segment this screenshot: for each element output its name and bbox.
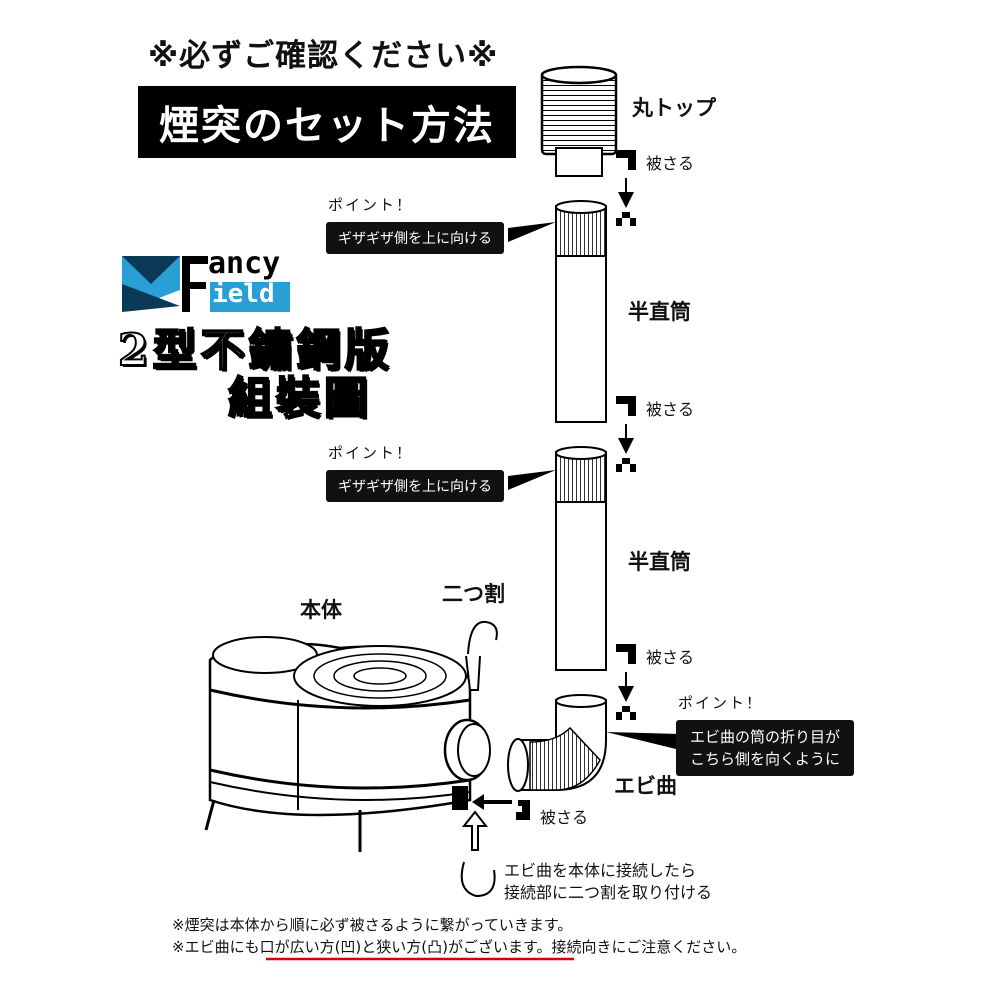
split-ring-arrows: [460, 620, 512, 898]
ebi-elbow: [507, 694, 607, 792]
cover-label-1: 被さる: [646, 154, 695, 173]
logo-text-bottom: ield: [212, 279, 275, 309]
point-callout-3-line1: エビ曲の筒の折り目が: [690, 728, 841, 746]
label-round-top: 丸トップ: [632, 96, 716, 120]
connect-instruction-line2: 接続部に二つ割を取り付ける: [504, 883, 713, 902]
callout-pointer-1: [508, 222, 556, 242]
label-half-pipe-2: 半直筒: [628, 550, 691, 574]
point-callout-3-line2: こちら側を向くように: [690, 750, 841, 768]
callout-pointer-2: [508, 470, 556, 490]
cover-label-4: 被さる: [540, 808, 589, 827]
connector-marks: [516, 150, 636, 820]
round-top-cap: [540, 65, 618, 177]
label-half-pipe-1: 半直筒: [628, 300, 691, 324]
brand-logo: [122, 256, 290, 312]
point-label-3: ポイント！: [678, 694, 764, 712]
half-pipe-lower: [555, 446, 607, 671]
label-body: 本体: [300, 598, 342, 622]
connect-instruction: エビ曲を本体に接続したら 接続部に二つ割を取り付ける: [504, 860, 712, 904]
point-label-1: ポイント！: [328, 196, 414, 214]
label-split-ring: 二つ割: [442, 582, 505, 606]
title-banner: 煙突のセット方法: [138, 86, 516, 158]
cover-label-3: 被さる: [646, 648, 695, 667]
point-callout-2: ギザギザ側を上に向ける: [326, 470, 504, 502]
footer-note-2: ※エビ曲にも口が広い方(凹)と狭い方(凸)がございます。接続向きにご注意ください…: [172, 936, 746, 958]
footer-note-2-suffix: 。接続向きにご注意ください。: [536, 938, 747, 956]
point-callout-3: エビ曲の筒の折り目が こちら側を向くように: [676, 720, 855, 776]
page-title: 煙突のセット方法: [159, 103, 495, 149]
label-ebi-elbow: エビ曲: [614, 774, 677, 798]
logo-text-top: ancy: [208, 246, 281, 281]
assembly-title: 組裝圖: [227, 372, 372, 425]
connect-instruction-line1: エビ曲を本体に接続したら: [504, 861, 697, 880]
notice-heading: ※必ずご確認ください※: [148, 38, 499, 74]
point-label-2: ポイント！: [328, 444, 414, 462]
callout-pointer-3: [606, 732, 680, 750]
point-callout-1: ギザギザ側を上に向ける: [326, 222, 504, 254]
footer-note-2-emphasis: 口が広い方(凹)と狭い方(凸)がございます: [259, 938, 537, 956]
cover-label-2: 被さる: [646, 400, 695, 419]
footer-note-1: ※煙突は本体から順に必ず被さるように繋がっていきます。: [172, 916, 573, 934]
half-pipe-upper: [555, 200, 607, 423]
model-title: 2型不鏽鋼版: [117, 324, 393, 377]
footer-note-2-prefix: ※エビ曲にも: [172, 938, 260, 956]
stove-body: [204, 636, 491, 852]
